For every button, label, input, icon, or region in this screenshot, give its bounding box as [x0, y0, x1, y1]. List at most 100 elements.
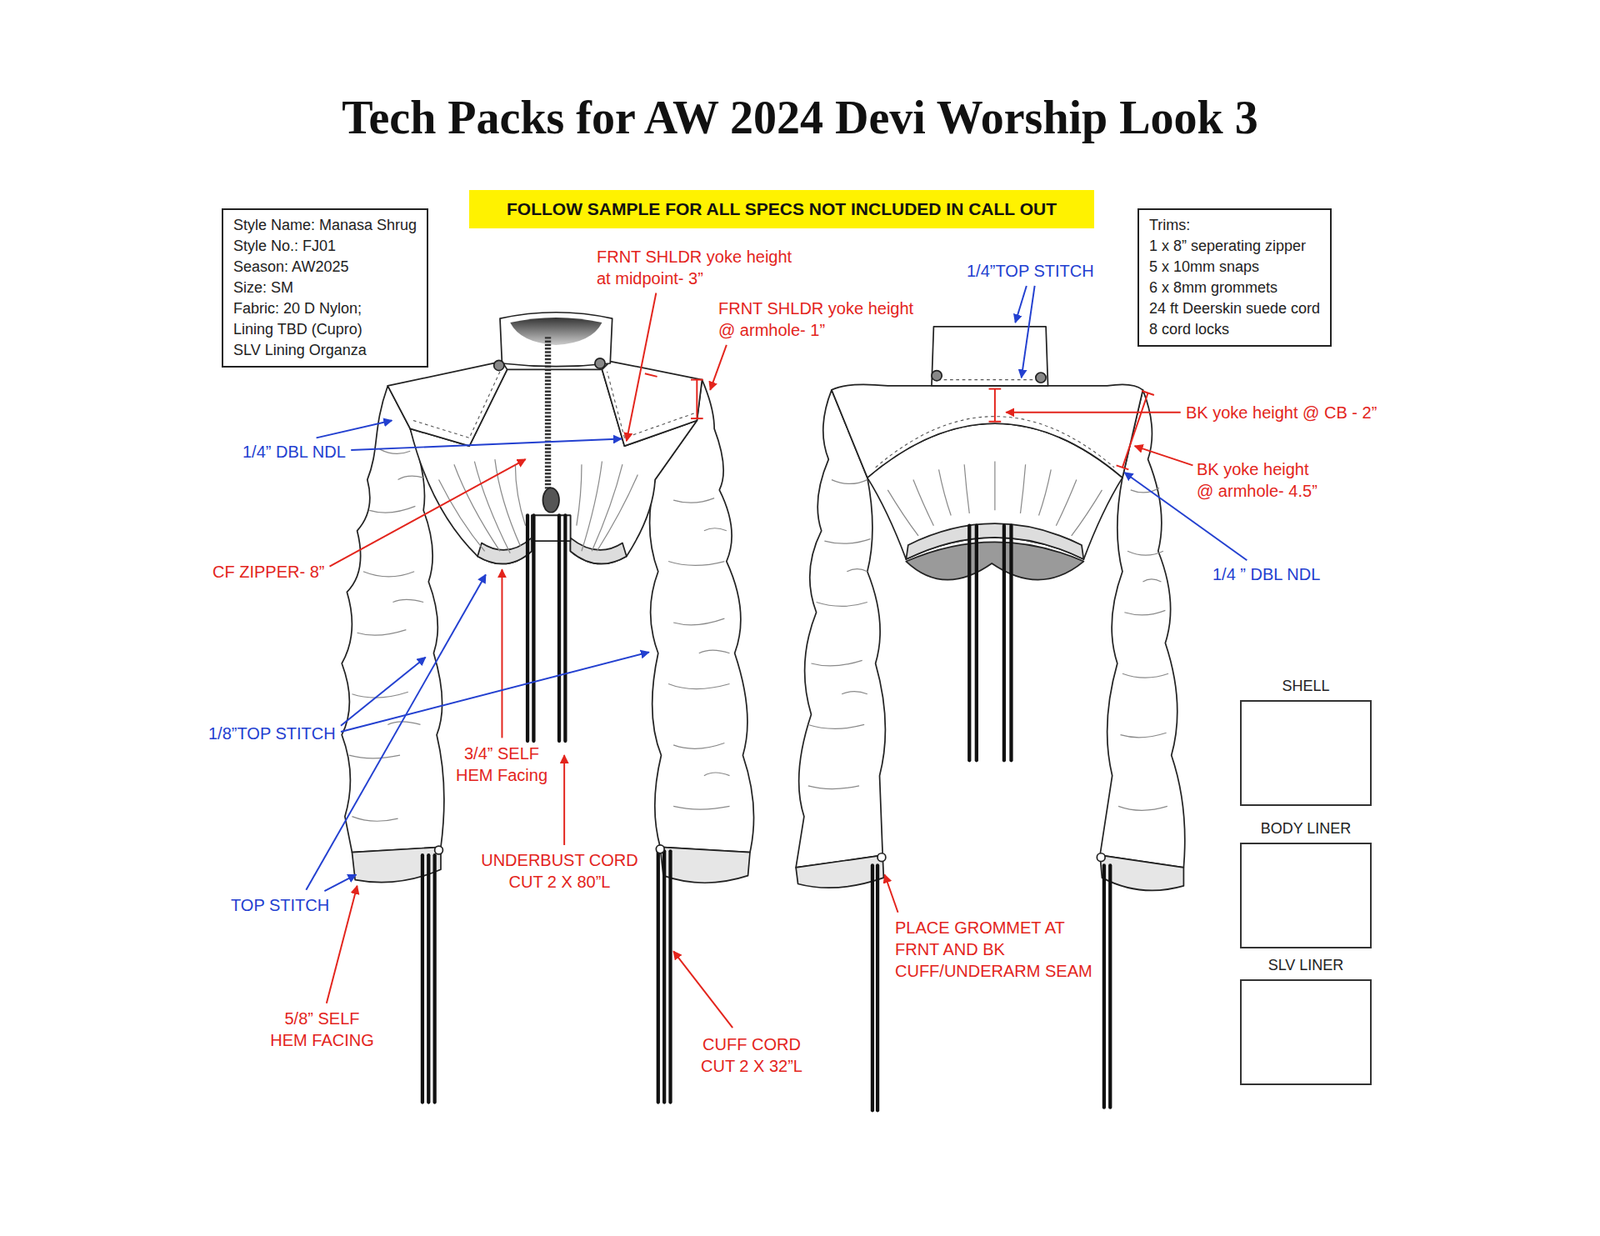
- trim-callout: CF ZIPPER- 8”: [212, 560, 325, 583]
- red-leader: [1116, 465, 1130, 470]
- snap: [931, 370, 942, 381]
- grommet: [877, 853, 886, 862]
- box-text: Trims:: [1149, 215, 1320, 236]
- red-leader: [330, 459, 526, 567]
- hem-callout: 3/4” SELF HEM Facing: [451, 742, 552, 786]
- box-text: 6 x 8mm grommets: [1149, 277, 1320, 299]
- blue-leader: [340, 657, 426, 726]
- cord: [525, 515, 530, 741]
- stitch-callout: 1/4” DBL NDL: [242, 440, 346, 463]
- blue-leader: [1021, 285, 1035, 378]
- cord: [563, 515, 567, 741]
- hem-band: [570, 537, 626, 564]
- cord: [875, 865, 880, 1110]
- cord: [967, 525, 971, 761]
- red-leader: [626, 293, 657, 442]
- cord: [426, 855, 430, 1102]
- dimension-callout: FRNT SHLDR yoke height at midpoint- 3”: [596, 245, 805, 290]
- box-text: Lining TBD (Cupro): [233, 319, 417, 340]
- snap: [595, 358, 605, 369]
- box-text: 24 ft Deerskin suede cord: [1149, 298, 1320, 320]
- cord: [872, 525, 1110, 1111]
- box-text: SLV Lining Organza: [233, 340, 417, 361]
- back-view: [795, 326, 1185, 1110]
- box-text: SLV LINER: [1240, 955, 1372, 975]
- red-leader: [1141, 390, 1155, 395]
- box-text: 5 x 10mm snaps: [1149, 256, 1320, 278]
- back-yoke: [831, 384, 1143, 478]
- cord: [1009, 525, 1013, 761]
- red-leader: [563, 755, 565, 845]
- style-info-box: Style Name: Manasa ShrugStyle No.: FJ01S…: [221, 208, 429, 368]
- cord: [668, 850, 672, 1102]
- gather-lines: [349, 449, 730, 821]
- box-text: Size: SM: [233, 277, 417, 299]
- cuff: [660, 846, 750, 883]
- collar-inside: [510, 317, 602, 345]
- hem-callout: 5/8” SELF HEM FACING: [265, 1007, 379, 1051]
- blue-leader: [316, 420, 393, 439]
- red-leader: [690, 379, 704, 381]
- stitch-line: [875, 416, 1115, 468]
- cord-callout: CUFF CORD CUT 2 X 32”L: [693, 1033, 810, 1077]
- fabric-swatch: SHELL: [1240, 675, 1372, 806]
- red-leader: [326, 885, 358, 1004]
- box-text: Style Name: Manasa Shrug: [233, 215, 417, 236]
- box-text: 8 cord locks: [1149, 319, 1320, 340]
- red-leader: [989, 420, 1002, 423]
- stitch-callout: 1/8”TOP STITCH: [208, 722, 336, 745]
- cord: [975, 525, 979, 761]
- cord: [662, 850, 666, 1102]
- blue-leader: [340, 652, 650, 733]
- grommet: [1096, 853, 1105, 862]
- red-leader: [1005, 411, 1180, 414]
- hem-band: [905, 523, 1084, 560]
- dimension-callout: FRNT SHLDR yoke height @ armhole- 1”: [718, 297, 927, 341]
- grommet: [435, 845, 444, 855]
- grommet-callout: PLACE GROMMET AT FRNT AND BK CUFF/UNDERA…: [895, 916, 1100, 982]
- dimension-callout: BK yoke height @ armhole- 4.5”: [1196, 458, 1322, 502]
- cuff: [795, 855, 884, 888]
- cord: [1102, 865, 1106, 1107]
- snap: [494, 360, 505, 370]
- red-leader: [885, 874, 899, 912]
- swatch-frame: [1240, 979, 1372, 1085]
- box-text: FOLLOW SAMPLE FOR ALL SPECS NOT INCLUDED…: [480, 190, 1083, 229]
- box-text: BODY LINER: [1240, 818, 1372, 839]
- dimension-callout: BK yoke height @ CB - 2”: [1185, 401, 1377, 424]
- cord: [432, 855, 436, 1102]
- cuff: [1100, 855, 1184, 890]
- box-text: Fabric: 20 D Nylon;: [233, 298, 417, 320]
- collar: [931, 326, 1049, 386]
- shoulder-yoke: [387, 361, 507, 447]
- stitch-line: [937, 379, 1042, 380]
- swatch-frame: [1240, 700, 1372, 806]
- cord-lock: [542, 487, 560, 512]
- box-text: 1 x 8” seperating zipper: [1149, 235, 1320, 257]
- stitch-callout: TOP STITCH: [230, 894, 330, 916]
- red-leader: [673, 950, 733, 1028]
- cord: [1002, 525, 1006, 761]
- cord: [870, 865, 875, 1110]
- collar: [500, 312, 613, 367]
- trims-box: Trims:1 x 8” seperating zipper5 x 10mm s…: [1137, 208, 1332, 347]
- snap: [1035, 372, 1046, 383]
- note-banner: FOLLOW SAMPLE FOR ALL SPECS NOT INCLUDED…: [469, 190, 1095, 229]
- cord-callout: UNDERBUST CORD CUT 2 X 80”L: [478, 849, 641, 893]
- grommet: [655, 845, 665, 854]
- box-text: Style No.: FJ01: [233, 235, 417, 257]
- shoulder-yoke: [601, 361, 702, 447]
- red-leader: [989, 388, 1002, 390]
- zipper: [545, 336, 551, 510]
- cord: [422, 515, 671, 1102]
- stitch-callout: 1/4 ” DBL NDL: [1212, 563, 1320, 585]
- red-leader: [994, 389, 996, 422]
- gather-lines: [808, 461, 1169, 811]
- cord: [1108, 865, 1112, 1107]
- fabric-swatch: SLV LINER: [1240, 955, 1372, 1085]
- fabric-swatch: BODY LINER: [1240, 818, 1372, 949]
- page-title: Tech Packs for AW 2024 Devi Worship Look…: [0, 88, 1600, 147]
- red-leader: [1122, 393, 1149, 468]
- blue-leader: [324, 874, 356, 891]
